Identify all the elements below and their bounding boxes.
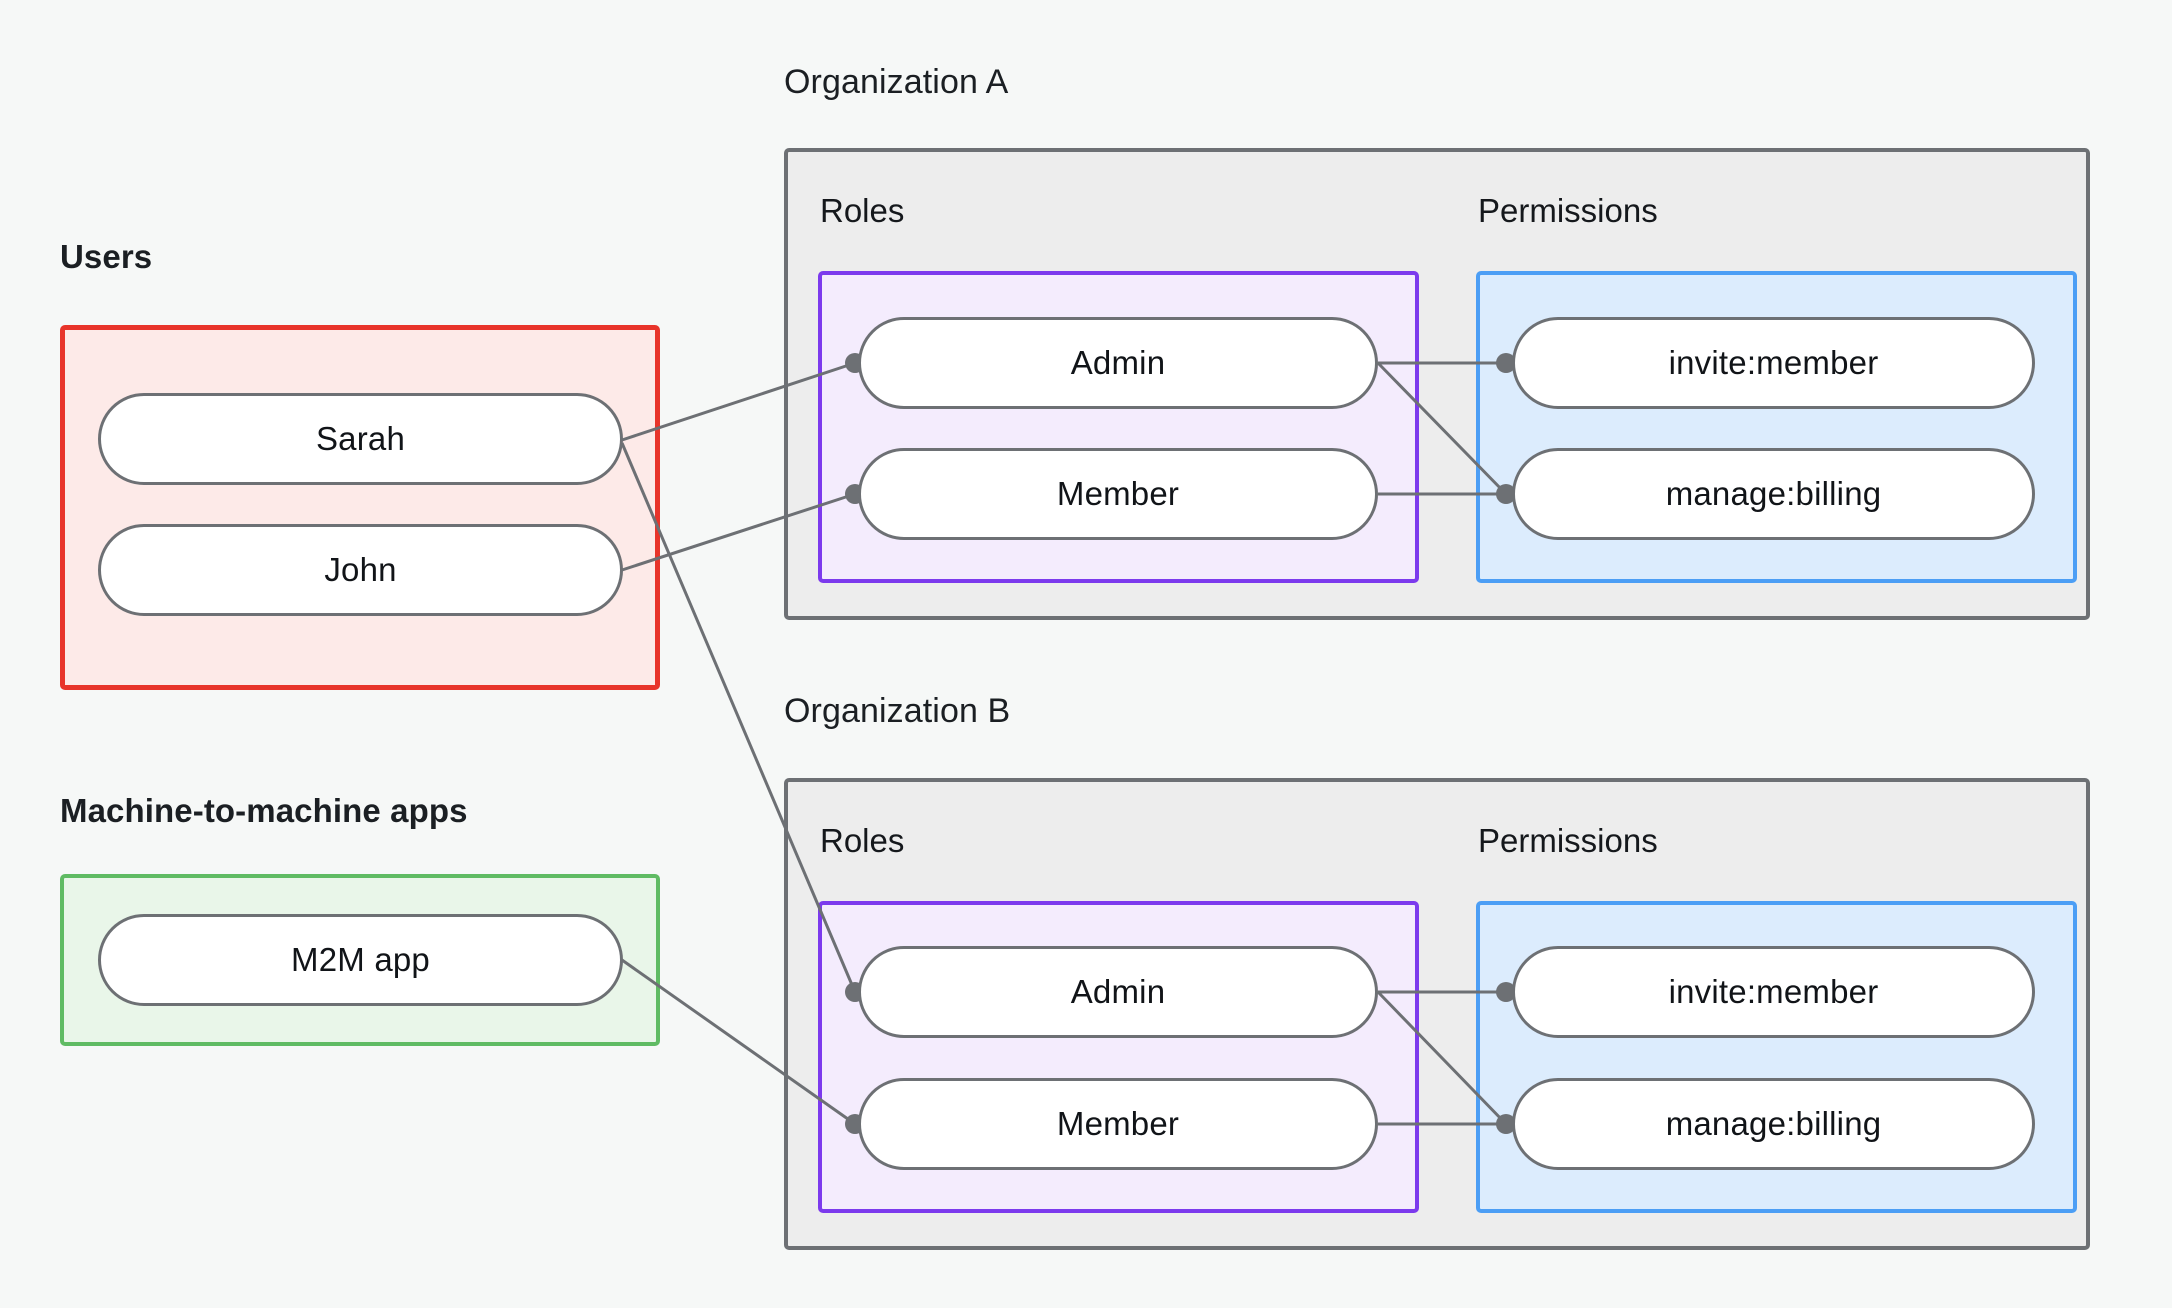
org-b-permissions-caption: Permissions	[1478, 822, 1658, 859]
m2m-node-app[interactable]: M2M app	[98, 914, 623, 1006]
org-b-caption: Organization B	[784, 692, 1011, 730]
m2m-caption: Machine-to-machine apps	[60, 792, 468, 829]
users-container	[60, 325, 660, 690]
org-a-permission-manage-billing[interactable]: manage:billing	[1512, 448, 2035, 540]
org-a-permission-invite-member[interactable]: invite:member	[1512, 317, 2035, 409]
user-node-sarah[interactable]: Sarah	[98, 393, 623, 485]
users-caption: Users	[60, 238, 153, 275]
org-b-role-admin[interactable]: Admin	[858, 946, 1378, 1038]
org-a-role-admin[interactable]: Admin	[858, 317, 1378, 409]
org-a-role-member[interactable]: Member	[858, 448, 1378, 540]
org-a-caption: Organization A	[784, 63, 1009, 101]
org-b-roles-caption: Roles	[820, 822, 905, 859]
org-b-permission-invite-member[interactable]: invite:member	[1512, 946, 2035, 1038]
org-b-role-member[interactable]: Member	[858, 1078, 1378, 1170]
org-b-permission-manage-billing[interactable]: manage:billing	[1512, 1078, 2035, 1170]
org-a-roles-caption: Roles	[820, 192, 905, 229]
org-a-permissions-caption: Permissions	[1478, 192, 1658, 229]
user-node-john[interactable]: John	[98, 524, 623, 616]
